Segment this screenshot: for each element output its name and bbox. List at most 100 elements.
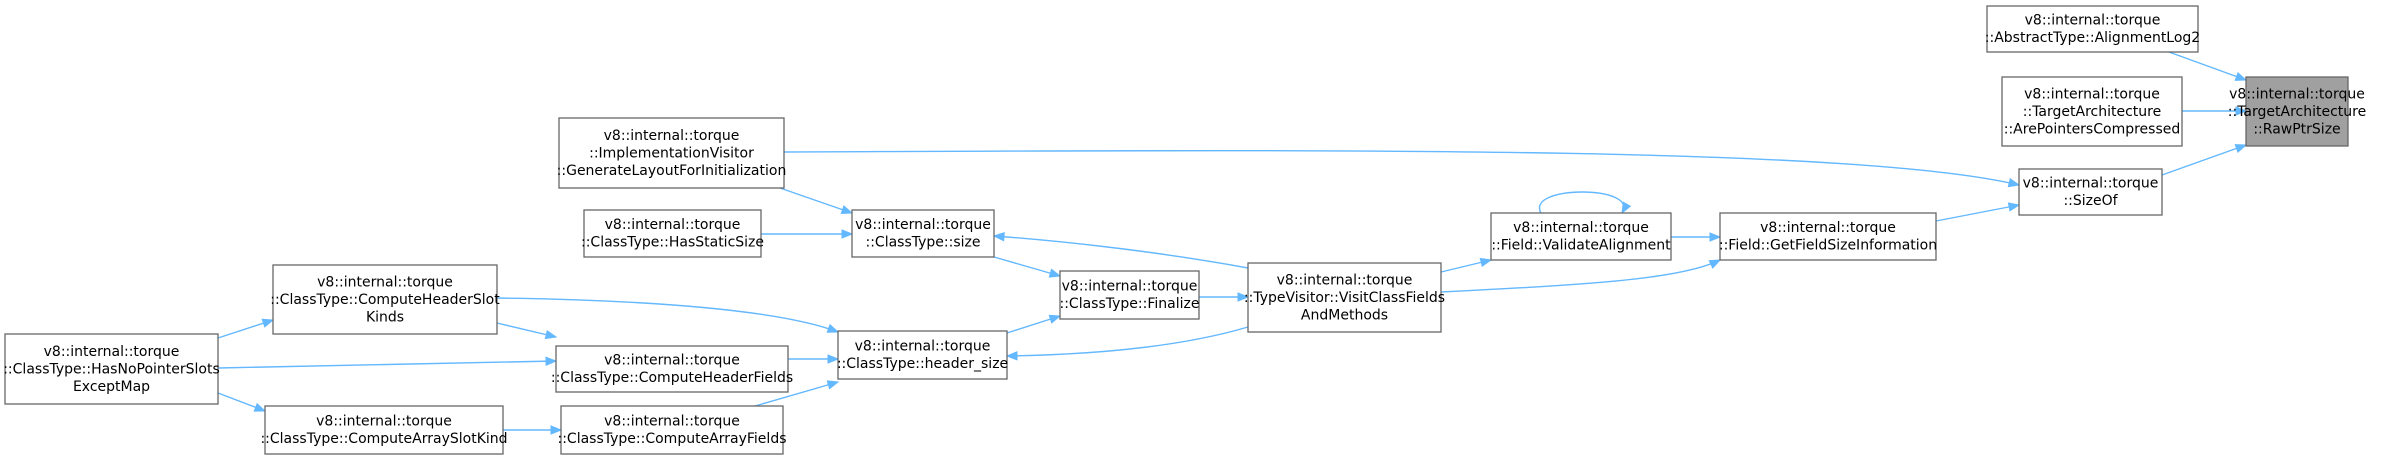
node-header-size[interactable]: v8::internal::torque::ClassType::header_… <box>837 330 1008 380</box>
node-label-line: v8::internal::torque <box>604 414 740 430</box>
arrowhead <box>544 329 558 340</box>
edge-generate_layout-to-class_type_size <box>779 187 854 215</box>
node-label-line: v8::internal::torque <box>2229 86 2365 102</box>
node-label-line: ::ClassType::ComputeArrayFields <box>557 431 786 447</box>
edge-get_field_size_information-to-size_of <box>1935 202 2021 222</box>
edge-has_no_pointer_slots-to-compute_header_fields <box>217 356 558 369</box>
edge-visit_class_fields-to-get_field_size_information <box>1440 259 1722 293</box>
edge-line <box>754 381 839 407</box>
edge-has_no_pointer_slots-to-compute_header_slot_kinds <box>217 318 275 339</box>
node-label-line: v8::internal::torque <box>605 217 741 233</box>
node-raw-ptr-size[interactable]: v8::internal::torque::TargetArchitecture… <box>2228 76 2366 147</box>
node-label-line: ::SizeOf <box>2063 193 2118 209</box>
node-validate-alignment[interactable]: v8::internal::torque::Field::ValidateAli… <box>1490 212 1672 261</box>
node-generate-layout[interactable]: v8::internal::torque::ImplementationVisi… <box>557 117 787 189</box>
node-label-line: ::ClassType::header_size <box>837 356 1008 372</box>
arrowhead <box>1048 314 1062 324</box>
node-label-line: v8::internal::torque <box>855 339 991 355</box>
node-label-line: ::AbstractType::AlignmentLog2 <box>1985 30 2200 46</box>
edge-validate_alignment-to-get_field_size_information <box>1671 232 1722 242</box>
edge-are_pointers_compressed-to-raw_ptr_size <box>2182 106 2248 116</box>
edge-visit_class_fields-to-validate_alignment <box>1440 257 1493 273</box>
node-box <box>1986 5 2199 53</box>
arrowhead <box>261 318 275 328</box>
node-label-line: ::ClassType::HasStaticSize <box>581 235 764 251</box>
edge-line <box>1006 326 1249 357</box>
edge-alignment_log2-to-raw_ptr_size <box>2168 51 2248 81</box>
node-compute-header-slot-kinds[interactable]: v8::internal::torque::ClassType::Compute… <box>270 264 500 335</box>
node-label-line: ::ClassType::ComputeArraySlotKind <box>260 431 507 447</box>
edge-visit_class_fields-to-class_type_size <box>992 232 1249 269</box>
arrowhead <box>2234 71 2248 81</box>
node-label-line: AndMethods <box>1301 307 1388 323</box>
node-box <box>555 345 789 393</box>
edge-has_static_size-to-class_type_size <box>761 229 854 239</box>
edge-header_size-to-finalize <box>1006 314 1062 334</box>
edge-line <box>217 360 557 369</box>
node-box <box>558 117 785 189</box>
node-box <box>2001 76 2183 147</box>
node-label-line: v8::internal::torque <box>2024 86 2160 102</box>
arrowhead <box>827 354 840 364</box>
arrowhead <box>1237 292 1250 302</box>
arrowhead <box>992 232 1005 242</box>
node-label-line: v8::internal::torque <box>1760 220 1896 236</box>
edge-line <box>993 256 1061 277</box>
arrowhead <box>1708 259 1722 269</box>
node-label-line: v8::internal::torque <box>855 217 991 233</box>
node-get-field-size-information[interactable]: v8::internal::torque::Field::GetFieldSiz… <box>1719 212 1937 261</box>
node-box <box>2245 76 2349 147</box>
node-has-no-pointer-slots[interactable]: v8::internal::torque::ClassType::HasNoPo… <box>3 333 220 405</box>
node-alignment-log2[interactable]: v8::internal::torque::AbstractType::Alig… <box>1985 5 2200 53</box>
node-label-line: Kinds <box>366 309 404 325</box>
arrowhead <box>1048 268 1062 278</box>
edge-class_type_size-to-finalize <box>993 256 1062 278</box>
arrowhead <box>2007 177 2021 188</box>
node-label-line: ::TargetArchitecture <box>2228 104 2366 120</box>
arrowhead <box>2007 202 2021 212</box>
node-label-line: v8::internal::torque <box>2025 13 2161 29</box>
edge-visit_class_fields-to-header_size <box>1005 326 1249 361</box>
node-box <box>1247 262 1442 333</box>
node-finalize[interactable]: v8::internal::torque::ClassType::Finaliz… <box>1059 270 1200 320</box>
arrowhead <box>1621 201 1632 215</box>
node-label-line: ::TypeVisitor::VisitClassFields <box>1244 290 1445 306</box>
node-box <box>560 405 784 455</box>
edge-line <box>779 187 853 214</box>
arrowhead <box>545 356 558 366</box>
node-label-line: ::ClassType::ComputeHeaderFields <box>551 370 793 386</box>
node-class-type-size[interactable]: v8::internal::torque::ClassType::size <box>851 209 995 258</box>
node-visit-class-fields[interactable]: v8::internal::torque::TypeVisitor::Visit… <box>1244 262 1445 333</box>
edge-line <box>1935 204 2020 222</box>
node-compute-array-slot-kind[interactable]: v8::internal::torque::ClassType::Compute… <box>260 405 508 455</box>
node-are-pointers-compressed[interactable]: v8::internal::torque::TargetArchitecture… <box>2001 76 2183 147</box>
edge-compute_header_fields-to-header_size <box>788 354 840 364</box>
arrowhead <box>826 380 840 390</box>
node-label-line: v8::internal::torque <box>317 274 453 290</box>
node-compute-array-fields[interactable]: v8::internal::torque::ClassType::Compute… <box>557 405 787 455</box>
edge-line <box>2168 51 2247 81</box>
node-box <box>1719 212 1937 261</box>
nodes-layer: v8::internal::torque::TargetArchitecture… <box>3 5 2366 455</box>
node-label-line: v8::internal::torque <box>1062 279 1198 295</box>
node-label-line: ::ClassType::HasNoPointerSlots <box>3 361 220 377</box>
edge-line <box>496 297 839 333</box>
edge-line <box>2161 144 2247 176</box>
node-label-line: v8::internal::torque <box>316 414 452 430</box>
node-size-of[interactable]: v8::internal::torque::SizeOf <box>2018 168 2163 216</box>
node-has-static-size[interactable]: v8::internal::torque::ClassType::HasStat… <box>581 209 764 258</box>
node-label-line: v8::internal::torque <box>1513 220 1649 236</box>
edge-compute_header_slot_kinds-to-header_size <box>496 297 840 333</box>
node-label-line: ::ClassType::size <box>865 235 980 251</box>
arrowhead <box>1479 257 1493 268</box>
node-label-line: ::Field::ValidateAlignment <box>1491 238 1671 254</box>
arrowhead <box>841 229 854 239</box>
node-label-line: ::ImplementationVisitor <box>589 145 754 161</box>
node-label-line: v8::internal::torque <box>1277 272 1413 288</box>
arrowhead <box>2234 144 2248 153</box>
node-label-line: v8::internal::torque <box>2023 176 2159 192</box>
node-box <box>1490 212 1672 261</box>
node-compute-header-fields[interactable]: v8::internal::torque::ClassType::Compute… <box>551 345 793 393</box>
edge-line <box>993 235 1249 269</box>
